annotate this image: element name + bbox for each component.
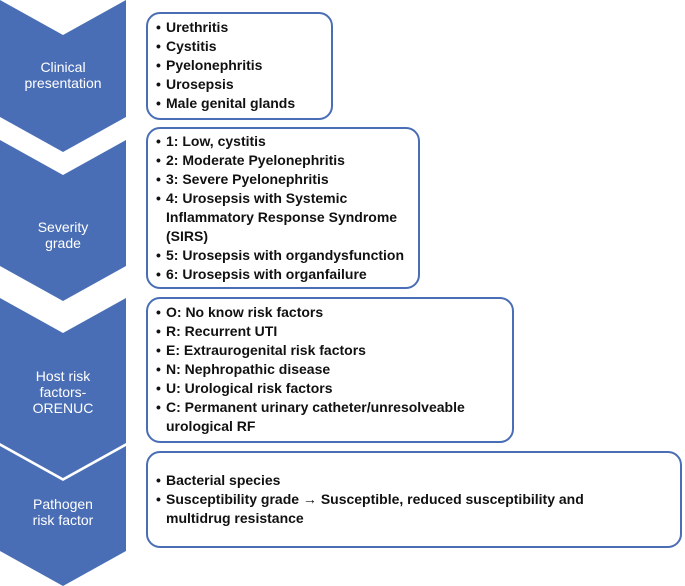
item-text: E: Extraurogenital risk factors <box>166 342 366 358</box>
item-text: Susceptibility grade → Susceptible, redu… <box>166 491 584 526</box>
list-item: • Urosepsis <box>156 75 323 94</box>
label-pathogen-risk-factor: Pathogen risk factor <box>0 496 126 528</box>
label-line: factors- <box>39 384 87 400</box>
box-pathogen-risk-factor: • Bacterial species • Susceptibility grade… <box>146 451 682 548</box>
chevron-column <box>0 0 126 586</box>
item-text: Bacterial species <box>166 472 281 488</box>
list-item: • O: No know risk factors <box>156 303 504 322</box>
label-clinical-presentation: Clinical presentation <box>0 59 126 91</box>
item-text: O: No know risk factors <box>166 304 324 320</box>
list-item: • 5: Urosepsis with organdysfunction <box>156 246 410 265</box>
bullet: • <box>156 399 161 415</box>
bullet: • <box>156 190 161 206</box>
bullet: • <box>156 171 161 187</box>
label-line: Host risk <box>35 368 91 384</box>
chevron-clinical-presentation <box>0 0 126 152</box>
bullet: • <box>156 472 161 488</box>
bullet: • <box>156 38 161 54</box>
item-text: 2: Moderate Pyelonephritis <box>166 152 345 168</box>
chevron-pathogen-risk-factor <box>0 446 126 586</box>
bullet: • <box>156 304 161 320</box>
item-text: U: Urological risk factors <box>166 380 333 396</box>
item-text: Male genital glands <box>166 95 296 111</box>
bullet: • <box>156 152 161 168</box>
box-severity-grade: • 1: Low, cystitis • 2: Moderate Pyeloneph… <box>146 127 420 289</box>
label-line: risk factor <box>32 512 94 528</box>
chevron-host-risk-factors <box>0 298 126 478</box>
list-item: • U: Urological risk factors <box>156 379 504 398</box>
label-host-risk-factors: Host risk factors- ORENUC <box>0 368 126 416</box>
list-item: • 2: Moderate Pyelonephritis <box>156 151 410 170</box>
list-item: • Cystitis <box>156 37 323 56</box>
item-text: Pyelonephritis <box>166 57 263 73</box>
label-line: presentation <box>24 75 102 91</box>
bullet: • <box>156 57 161 73</box>
list-item: • E: Extraurogenital risk factors <box>156 341 504 360</box>
list-item: • Bacterial species <box>156 471 672 490</box>
box-host-risk-factors: • O: No know risk factors • R: Recurrent U… <box>146 297 514 443</box>
bullet: • <box>156 491 161 507</box>
list-item: • Susceptibility grade → Susceptible, red… <box>156 490 602 528</box>
label-line: grade <box>45 235 81 251</box>
bullet: • <box>156 266 161 282</box>
item-text: 3: Severe Pyelonephritis <box>166 171 329 187</box>
bullet: • <box>156 19 161 35</box>
bullet: • <box>156 76 161 92</box>
list-item: • N: Nephropathic disease <box>156 360 504 379</box>
bullet: • <box>156 323 161 339</box>
bullet: • <box>156 247 161 263</box>
list-item: • 4: Urosepsis with Systemic Inflammatory… <box>156 189 410 246</box>
list-item: • C: Permanent urinary catheter/unresolve… <box>156 398 504 436</box>
list-item: • 6: Urosepsis with organfailure <box>156 265 410 284</box>
box-clinical-presentation: • Urethritis • Cystitis • Pyelonephritis • U… <box>146 12 333 120</box>
bullet: • <box>156 361 161 377</box>
item-text: N: Nephropathic disease <box>166 361 331 377</box>
item-text: Urethritis <box>166 19 229 35</box>
list-item: • Urethritis <box>156 18 323 37</box>
list-item: • 3: Severe Pyelonephritis <box>156 170 410 189</box>
item-text: R: Recurrent UTI <box>166 323 278 339</box>
item-text: 5: Urosepsis with organdysfunction <box>166 247 405 263</box>
item-text: C: Permanent urinary catheter/unresolvea… <box>166 399 465 434</box>
item-text: 6: Urosepsis with organfailure <box>166 266 367 282</box>
list-item: • Male genital glands <box>156 94 323 113</box>
item-text: Cystitis <box>166 38 217 54</box>
label-severity-grade: Severity grade <box>0 219 126 251</box>
item-text: 4: Urosepsis with Systemic Inflammatory … <box>166 190 398 244</box>
label-line: ORENUC <box>32 400 94 416</box>
label-line: Severity <box>37 219 89 235</box>
chevron-severity-grade <box>0 140 126 301</box>
bullet: • <box>156 342 161 358</box>
list-item: • Pyelonephritis <box>156 56 323 75</box>
list-item: • 1: Low, cystitis <box>156 132 410 151</box>
label-line: Clinical <box>40 59 86 75</box>
list-item: • R: Recurrent UTI <box>156 322 504 341</box>
bullet: • <box>156 95 161 111</box>
bullet: • <box>156 133 161 149</box>
item-text: 1: Low, cystitis <box>166 133 266 149</box>
item-text: Urosepsis <box>166 76 234 92</box>
bullet: • <box>156 380 161 396</box>
label-line: Pathogen <box>33 496 93 512</box>
